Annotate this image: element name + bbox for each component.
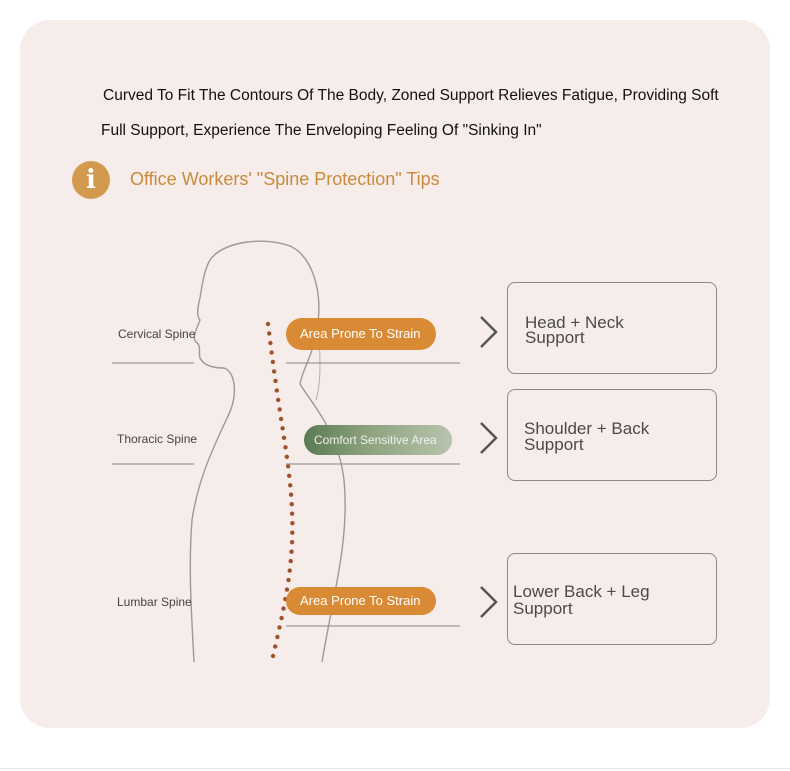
chevron-right-icon — [480, 586, 498, 618]
spine-dot — [289, 511, 295, 516]
cervical-strain-tag: Area Prone To Strain — [286, 318, 436, 350]
spine-dots — [265, 321, 295, 659]
support-line-1: Lower Back + Leg — [513, 582, 650, 601]
bottom-divider — [0, 768, 790, 769]
spine-dot — [289, 502, 294, 507]
head-neck-support-box: Head + Neck Support — [507, 282, 717, 374]
spine-dot — [284, 587, 290, 592]
spine-dot — [289, 540, 295, 545]
support-line-2: Support — [513, 599, 573, 618]
spine-dot — [269, 350, 274, 355]
spine-dot — [287, 473, 292, 478]
support-line-1: Shoulder + Back — [524, 419, 650, 438]
spine-dot — [284, 454, 289, 459]
spine-dot — [281, 606, 286, 611]
spine-dot — [288, 558, 293, 564]
spine-dot — [278, 416, 284, 422]
spine-dot — [288, 483, 293, 488]
support-line-2: Support — [524, 435, 584, 454]
spine-dot — [268, 340, 273, 346]
shoulder-back-support-box: Shoulder + Back Support — [507, 389, 717, 481]
spine-dot — [271, 369, 277, 374]
spine-dot — [283, 445, 288, 450]
lower-back-leg-support-box: Lower Back + Leg Support — [507, 553, 717, 645]
spine-dot — [270, 653, 276, 659]
spine-dot — [270, 359, 276, 365]
intro-line-2: Full Support, Experience The Enveloping … — [101, 122, 542, 139]
spine-dot — [288, 492, 294, 497]
spine-dot — [265, 321, 271, 327]
thoracic-spine-label: Thoracic Spine — [117, 432, 198, 446]
lumbar-strain-tag: Area Prone To Strain — [286, 587, 436, 615]
spine-dot — [289, 549, 294, 554]
lumbar-spine-label: Lumbar Spine — [117, 595, 192, 609]
spine-dot — [287, 568, 292, 573]
chevron-right-icon — [480, 316, 498, 348]
spine-dot — [273, 378, 278, 384]
tip-title: Office Workers' "Spine Protection" Tips — [130, 169, 440, 189]
spine-dot — [285, 464, 291, 469]
spine-dot — [267, 331, 272, 336]
intro-line-1: Curved To Fit The Contours Of The Body, … — [103, 87, 719, 104]
spine-dot — [290, 521, 295, 526]
info-icon: i — [72, 161, 110, 199]
spine-dot — [290, 530, 295, 535]
support-line-1: Head + Neck — [525, 313, 624, 332]
spine-dot — [275, 634, 280, 640]
spine-dot — [277, 625, 282, 630]
spine-dot — [279, 615, 284, 621]
intro-text: Curved To Fit The Contours Of The Body, … — [101, 78, 741, 148]
support-line-2: Support — [525, 328, 585, 347]
spine-dot — [276, 397, 281, 403]
body-outline-front — [209, 240, 346, 663]
spine-dot — [274, 388, 279, 393]
spine-dot — [281, 435, 287, 440]
thoracic-sensitive-tag: Comfort Sensitive Area — [304, 425, 452, 455]
chevron-right-icon — [480, 422, 498, 454]
spine-dot — [280, 426, 285, 431]
spine-dot — [277, 407, 282, 412]
body-outline-face — [189, 259, 235, 663]
spine-dot — [286, 577, 291, 583]
cervical-spine-label: Cervical Spine — [118, 327, 196, 341]
spine-dot — [273, 644, 278, 649]
